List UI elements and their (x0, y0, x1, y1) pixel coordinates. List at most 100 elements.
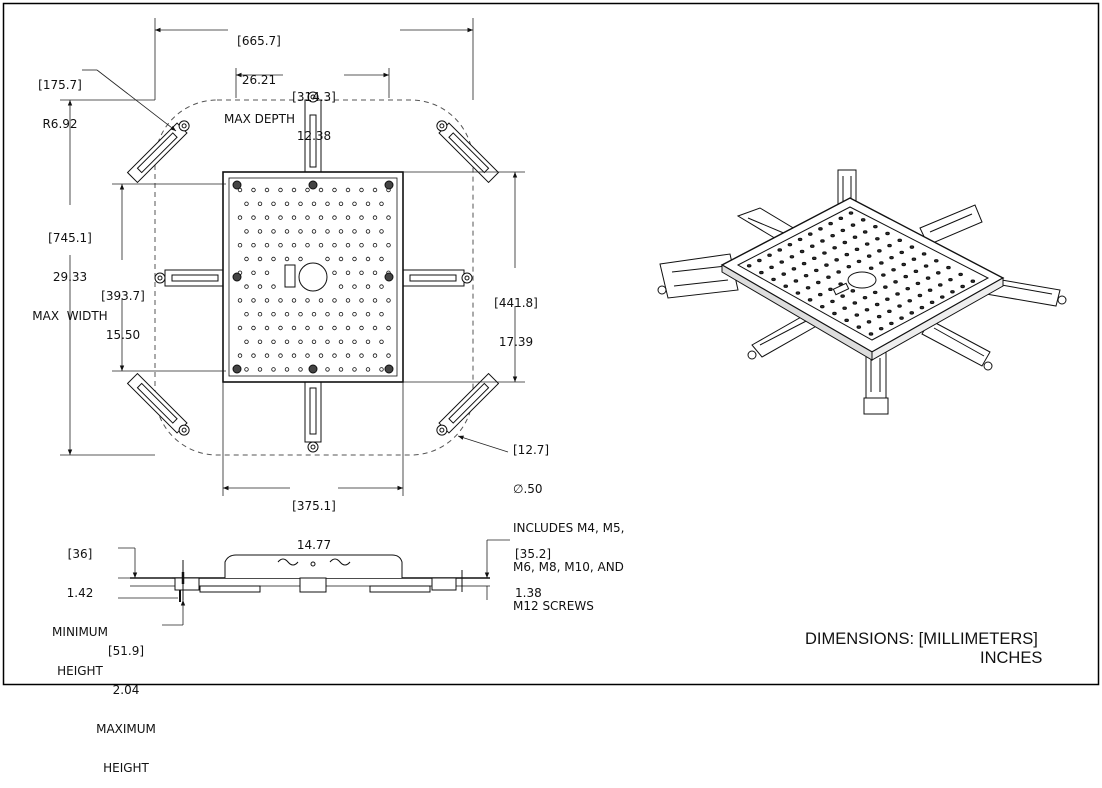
iso-plate-hole (879, 261, 884, 265)
plate-hole (251, 270, 256, 275)
plate-width-in: 14.77 (296, 538, 332, 552)
plate-hole (386, 242, 391, 248)
plate-hole (325, 229, 330, 234)
plate-hole (298, 201, 303, 206)
arm-left (154, 269, 228, 287)
plate-hole (352, 367, 357, 372)
iso-plate-hole (897, 238, 903, 243)
legend-line-2: INCHES (980, 649, 1043, 667)
max-height-label: [51.9] 2.04 MAXIMUM HEIGHT (88, 619, 164, 788)
iso-plate-hole (828, 221, 833, 226)
iso-plate-hole (909, 245, 915, 249)
plate-hole (271, 367, 276, 372)
iso-plate-hole (960, 284, 965, 289)
plate-hole (372, 270, 378, 275)
plate-hole (264, 325, 270, 331)
plate-thickness-in: 1.38 (515, 586, 542, 600)
center-slot (284, 264, 296, 288)
plate-hole (365, 256, 371, 262)
plate-hole (359, 215, 364, 220)
arm-top-left (126, 120, 190, 184)
arm-top-right (436, 120, 500, 184)
plate-hole (352, 229, 357, 234)
max-width-caption: MAX WIDTH (32, 309, 108, 323)
plate-width-mm: [375.1] (292, 499, 336, 513)
iso-plate-hole (872, 290, 878, 295)
iso-plate-hole (791, 267, 797, 271)
plate-hole (359, 298, 364, 303)
iso-plate-hole (917, 293, 923, 298)
iso-plate-hole (805, 286, 811, 290)
dimensions-legend: DIMENSIONS: [MILLIMETERS] INCHES (805, 630, 1095, 668)
plate-hole (251, 187, 256, 193)
iso-hole-grid (746, 211, 976, 336)
iso-plate-hole (887, 309, 892, 314)
legend-line-1: DIMENSIONS: [MILLIMETERS] (805, 630, 1038, 648)
iso-plate-hole (801, 261, 807, 266)
iso-plate-hole (970, 279, 976, 283)
plate-hole (264, 187, 270, 193)
plate-hole (271, 256, 276, 262)
plate-hole (365, 312, 371, 317)
plate-hole (386, 298, 391, 303)
iso-plate-hole (919, 305, 925, 310)
plate-hole (305, 353, 310, 358)
iso-plate-hole (832, 246, 837, 250)
iso-plate-hole (767, 253, 772, 257)
plate-hole (264, 242, 270, 248)
iso-plate-hole (844, 318, 849, 323)
plate-hole (251, 325, 256, 331)
plate-hole (237, 353, 243, 358)
plate-hole (332, 187, 337, 193)
iso-plate-hole (852, 235, 858, 239)
iso-arm-front-right (921, 319, 993, 371)
iso-plate-hole (779, 260, 785, 264)
iso-plate-hole (864, 308, 870, 312)
iso-plate-hole (789, 255, 795, 259)
iso-plate-hole (836, 270, 841, 274)
iso-plate-hole (797, 237, 803, 242)
plate-hole (338, 284, 344, 289)
plate-hole (298, 256, 303, 262)
plate-hole (386, 215, 391, 220)
plate-hole (345, 187, 351, 193)
max-height-mm: [51.9] (107, 644, 145, 658)
iso-plate-hole (854, 313, 860, 317)
iso-plate-hole (891, 268, 896, 272)
plate-hole (332, 353, 337, 358)
plate-hole (278, 215, 283, 220)
iso-plate-hole (935, 271, 941, 275)
plate-hole (284, 312, 290, 317)
plate-hole (311, 229, 317, 234)
plate-hole (305, 325, 310, 331)
max-depth-in: 26.21 (241, 73, 277, 87)
plate-hole (244, 229, 249, 234)
iso-arm-front (863, 349, 889, 415)
iso-plate-hole (783, 284, 789, 288)
plate-hole (318, 353, 324, 358)
max-width-mm: [745.1] (48, 231, 92, 245)
plate-hole (352, 284, 357, 289)
iso-plate-hole (832, 311, 837, 316)
plate-hole (278, 242, 283, 248)
plate-hole (244, 367, 249, 372)
plate-hole (237, 242, 243, 248)
iso-plate-hole (915, 281, 921, 286)
iso-plate-hole (834, 258, 839, 262)
plate-hole (291, 298, 297, 303)
plate-hole (244, 339, 249, 344)
plate-hole (379, 256, 384, 262)
iso-plate-hole (822, 251, 827, 255)
iso-plate-hole (813, 268, 819, 273)
radius-mm: [175.7] (38, 78, 82, 92)
max-height-caption-1: MAXIMUM (96, 722, 156, 736)
plate-hole (305, 242, 310, 248)
iso-plate-hole (864, 242, 870, 246)
max-depth-label: [665.7] 26.21 MAX DEPTH (224, 9, 295, 139)
iso-plate-hole (933, 259, 939, 263)
iso-plate-hole (840, 228, 846, 233)
plate-hole (291, 325, 297, 331)
plate-hole (291, 242, 297, 248)
iso-plate-hole (866, 254, 872, 258)
iso-plate-hole (807, 232, 813, 236)
